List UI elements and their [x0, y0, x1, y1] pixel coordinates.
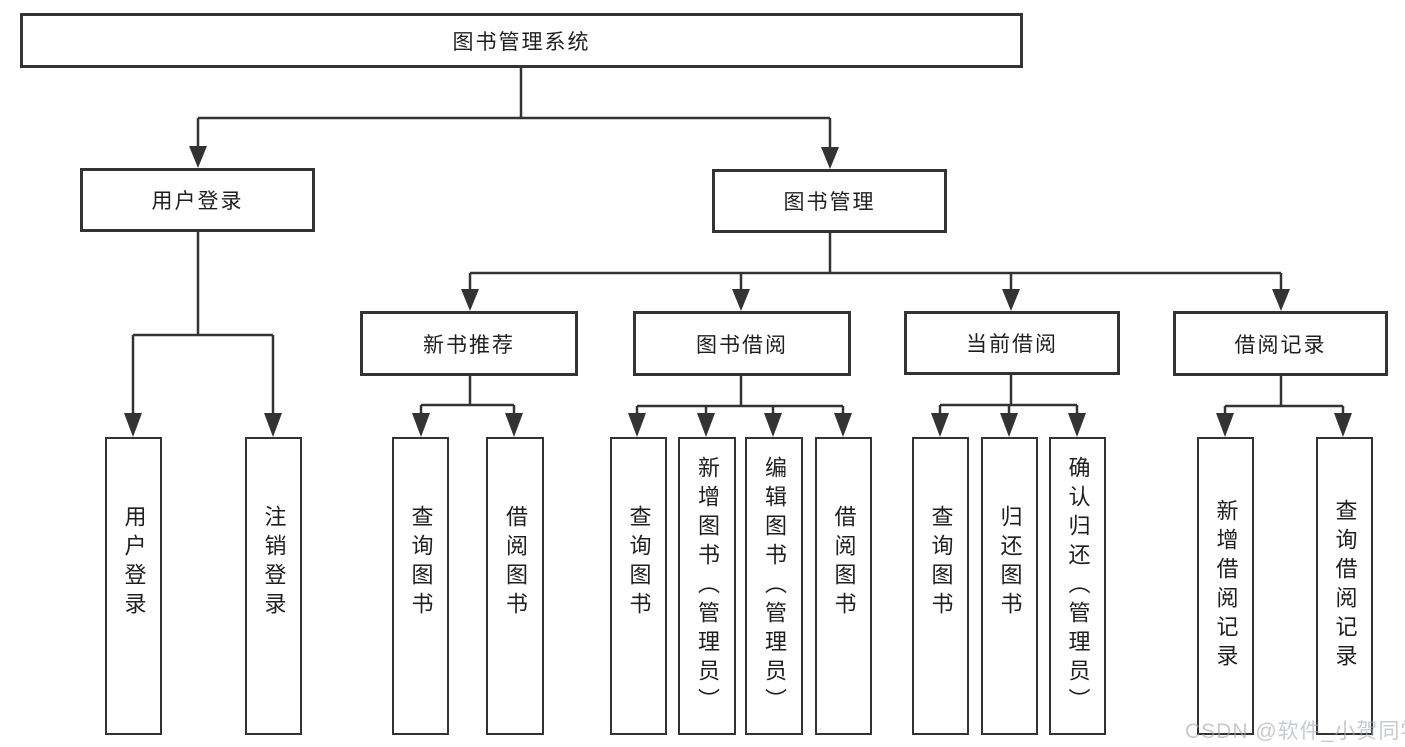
node-label: 借阅记录	[1234, 333, 1327, 357]
node-current-borrowing: 当前借阅	[904, 311, 1120, 375]
leaf-user-login: 用户登录	[105, 437, 162, 735]
node-label: 注销登录	[261, 505, 287, 621]
node-label: 借阅图书	[831, 505, 857, 621]
node-book-management-module: 图书管理	[712, 169, 947, 233]
node-label: 归还图书	[997, 505, 1023, 621]
node-label: 编辑图书（管理员）	[762, 455, 787, 717]
leaf-borrow-books: 借阅图书	[815, 437, 872, 735]
node-label: 确认归还（管理员）	[1065, 455, 1091, 717]
node-new-book-recommendation: 新书推荐	[360, 311, 578, 376]
node-user-login-module: 用户登录	[80, 168, 315, 232]
node-label: 新书推荐	[423, 333, 515, 357]
arrowhead-icons	[124, 146, 1352, 437]
node-label: 当前借阅	[966, 333, 1058, 356]
leaf-query-books-current: 查询图书	[912, 437, 969, 735]
leaf-add-borrow-record: 新增借阅记录	[1197, 437, 1254, 735]
leaf-query-books-recommend: 查询图书	[392, 437, 449, 735]
node-borrowing-records: 借阅记录	[1173, 311, 1388, 376]
node-label: 查询图书	[928, 505, 954, 621]
leaf-edit-books-admin: 编辑图书（管理员）	[745, 437, 803, 735]
node-label: 查询借阅记录	[1332, 499, 1358, 673]
node-library-management-system: 图书管理系统	[20, 13, 1023, 68]
node-label: 图书管理	[783, 191, 876, 214]
node-label: 查询图书	[408, 505, 434, 621]
node-label: 用户登录	[151, 190, 244, 213]
leaf-borrow-books-recommend: 借阅图书	[486, 437, 544, 735]
leaf-add-books-admin: 新增图书（管理员）	[678, 437, 736, 735]
leaf-confirm-return-admin: 确认归还（管理员）	[1049, 437, 1106, 735]
leaf-query-books-borrowing: 查询图书	[610, 437, 667, 735]
connector-lines	[131, 68, 1345, 420]
node-label: 查询图书	[626, 505, 652, 621]
node-label: 图书借阅	[696, 333, 788, 357]
node-label: 图书管理系统	[452, 30, 591, 54]
node-label: 借阅图书	[503, 505, 528, 621]
leaf-query-borrow-record: 查询借阅记录	[1316, 437, 1373, 735]
node-label: 新增借阅记录	[1213, 499, 1239, 673]
node-label: 用户登录	[121, 505, 147, 621]
leaf-return-books: 归还图书	[981, 437, 1038, 735]
node-book-borrowing: 图书借阅	[633, 311, 851, 376]
node-label: 新增图书（管理员）	[695, 455, 720, 717]
leaf-logout: 注销登录	[245, 437, 302, 735]
